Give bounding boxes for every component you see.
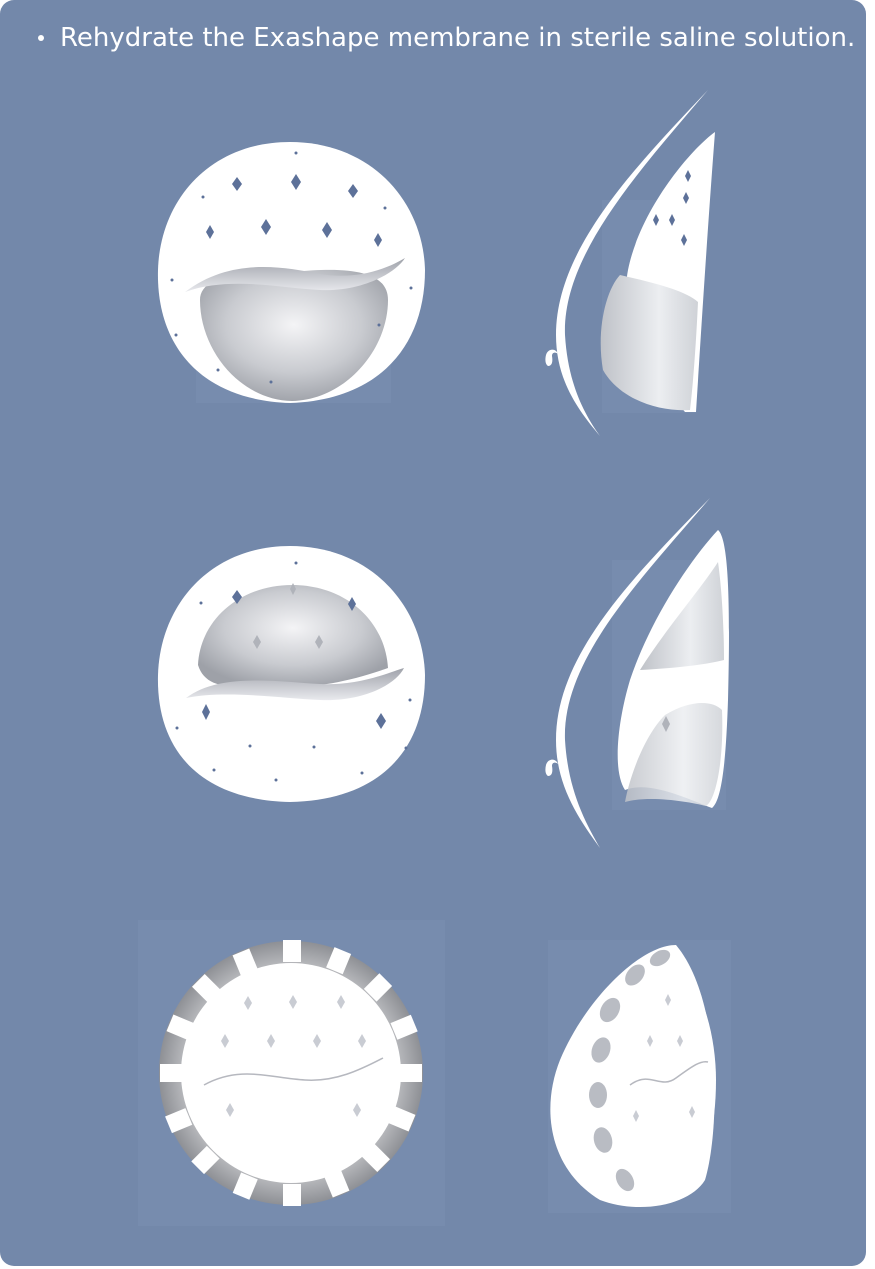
side-view-membrane-lower-pocket [545, 90, 715, 436]
side-view-membrane-cup [548, 940, 731, 1213]
side-view-membrane-upper-pocket [545, 498, 729, 848]
front-view-membrane-lower-pocket [158, 142, 425, 403]
front-view-membrane-upper-pocket [158, 546, 425, 802]
front-view-flat-membrane-disc [104, 886, 477, 1259]
